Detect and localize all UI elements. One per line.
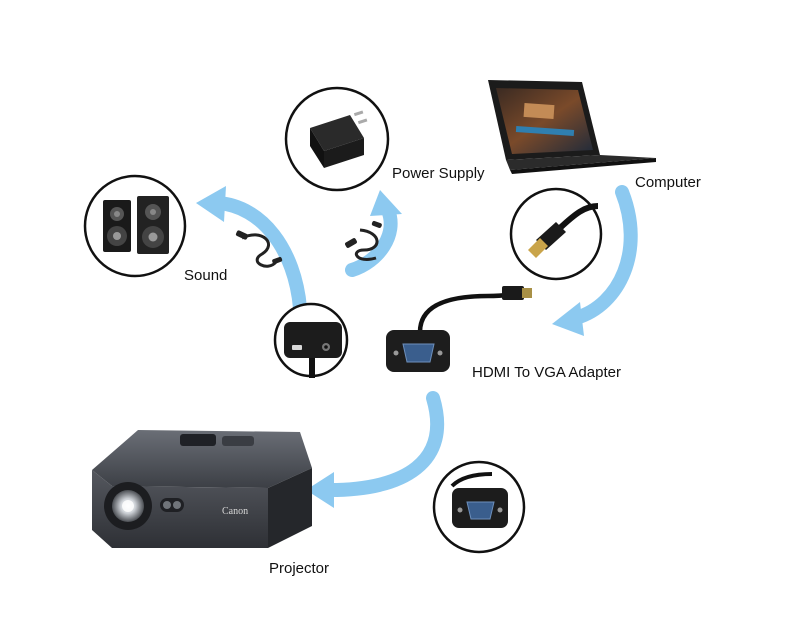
vga-port-icon: [450, 472, 508, 528]
hdmi-connector-circle: [509, 187, 603, 281]
power-adapter-icon: [310, 110, 368, 168]
adapter-ports-circle: [273, 302, 349, 378]
arrow-adapter-to-power: [345, 190, 402, 277]
arrow-computer-to-adapter: [552, 185, 638, 336]
hdmi-vga-adapter-icon: [386, 286, 532, 372]
adapter-label: HDMI To VGA Adapter: [472, 364, 621, 381]
power-supply-circle: [284, 86, 390, 192]
arrow-adapter-to-projector: [306, 391, 445, 508]
computer-label: Computer: [635, 174, 701, 191]
sound-label: Sound: [184, 267, 228, 284]
projector-icon: Canon: [92, 430, 312, 548]
vga-port-circle: [432, 460, 526, 554]
laptop-icon: [488, 80, 656, 174]
sound-circle: [83, 174, 187, 278]
speakers-icon: [103, 196, 169, 254]
projector-label: Projector: [269, 560, 330, 577]
arrow-adapter-to-sound: [196, 186, 307, 315]
power-supply-label: Power Supply: [392, 165, 485, 182]
adapter-ports-icon: [284, 322, 342, 378]
audio-cable-icon: [235, 230, 283, 268]
hdmi-plug-icon: [528, 203, 599, 258]
usb-cable-icon: [345, 220, 382, 261]
projector-brand: Canon: [222, 506, 248, 517]
